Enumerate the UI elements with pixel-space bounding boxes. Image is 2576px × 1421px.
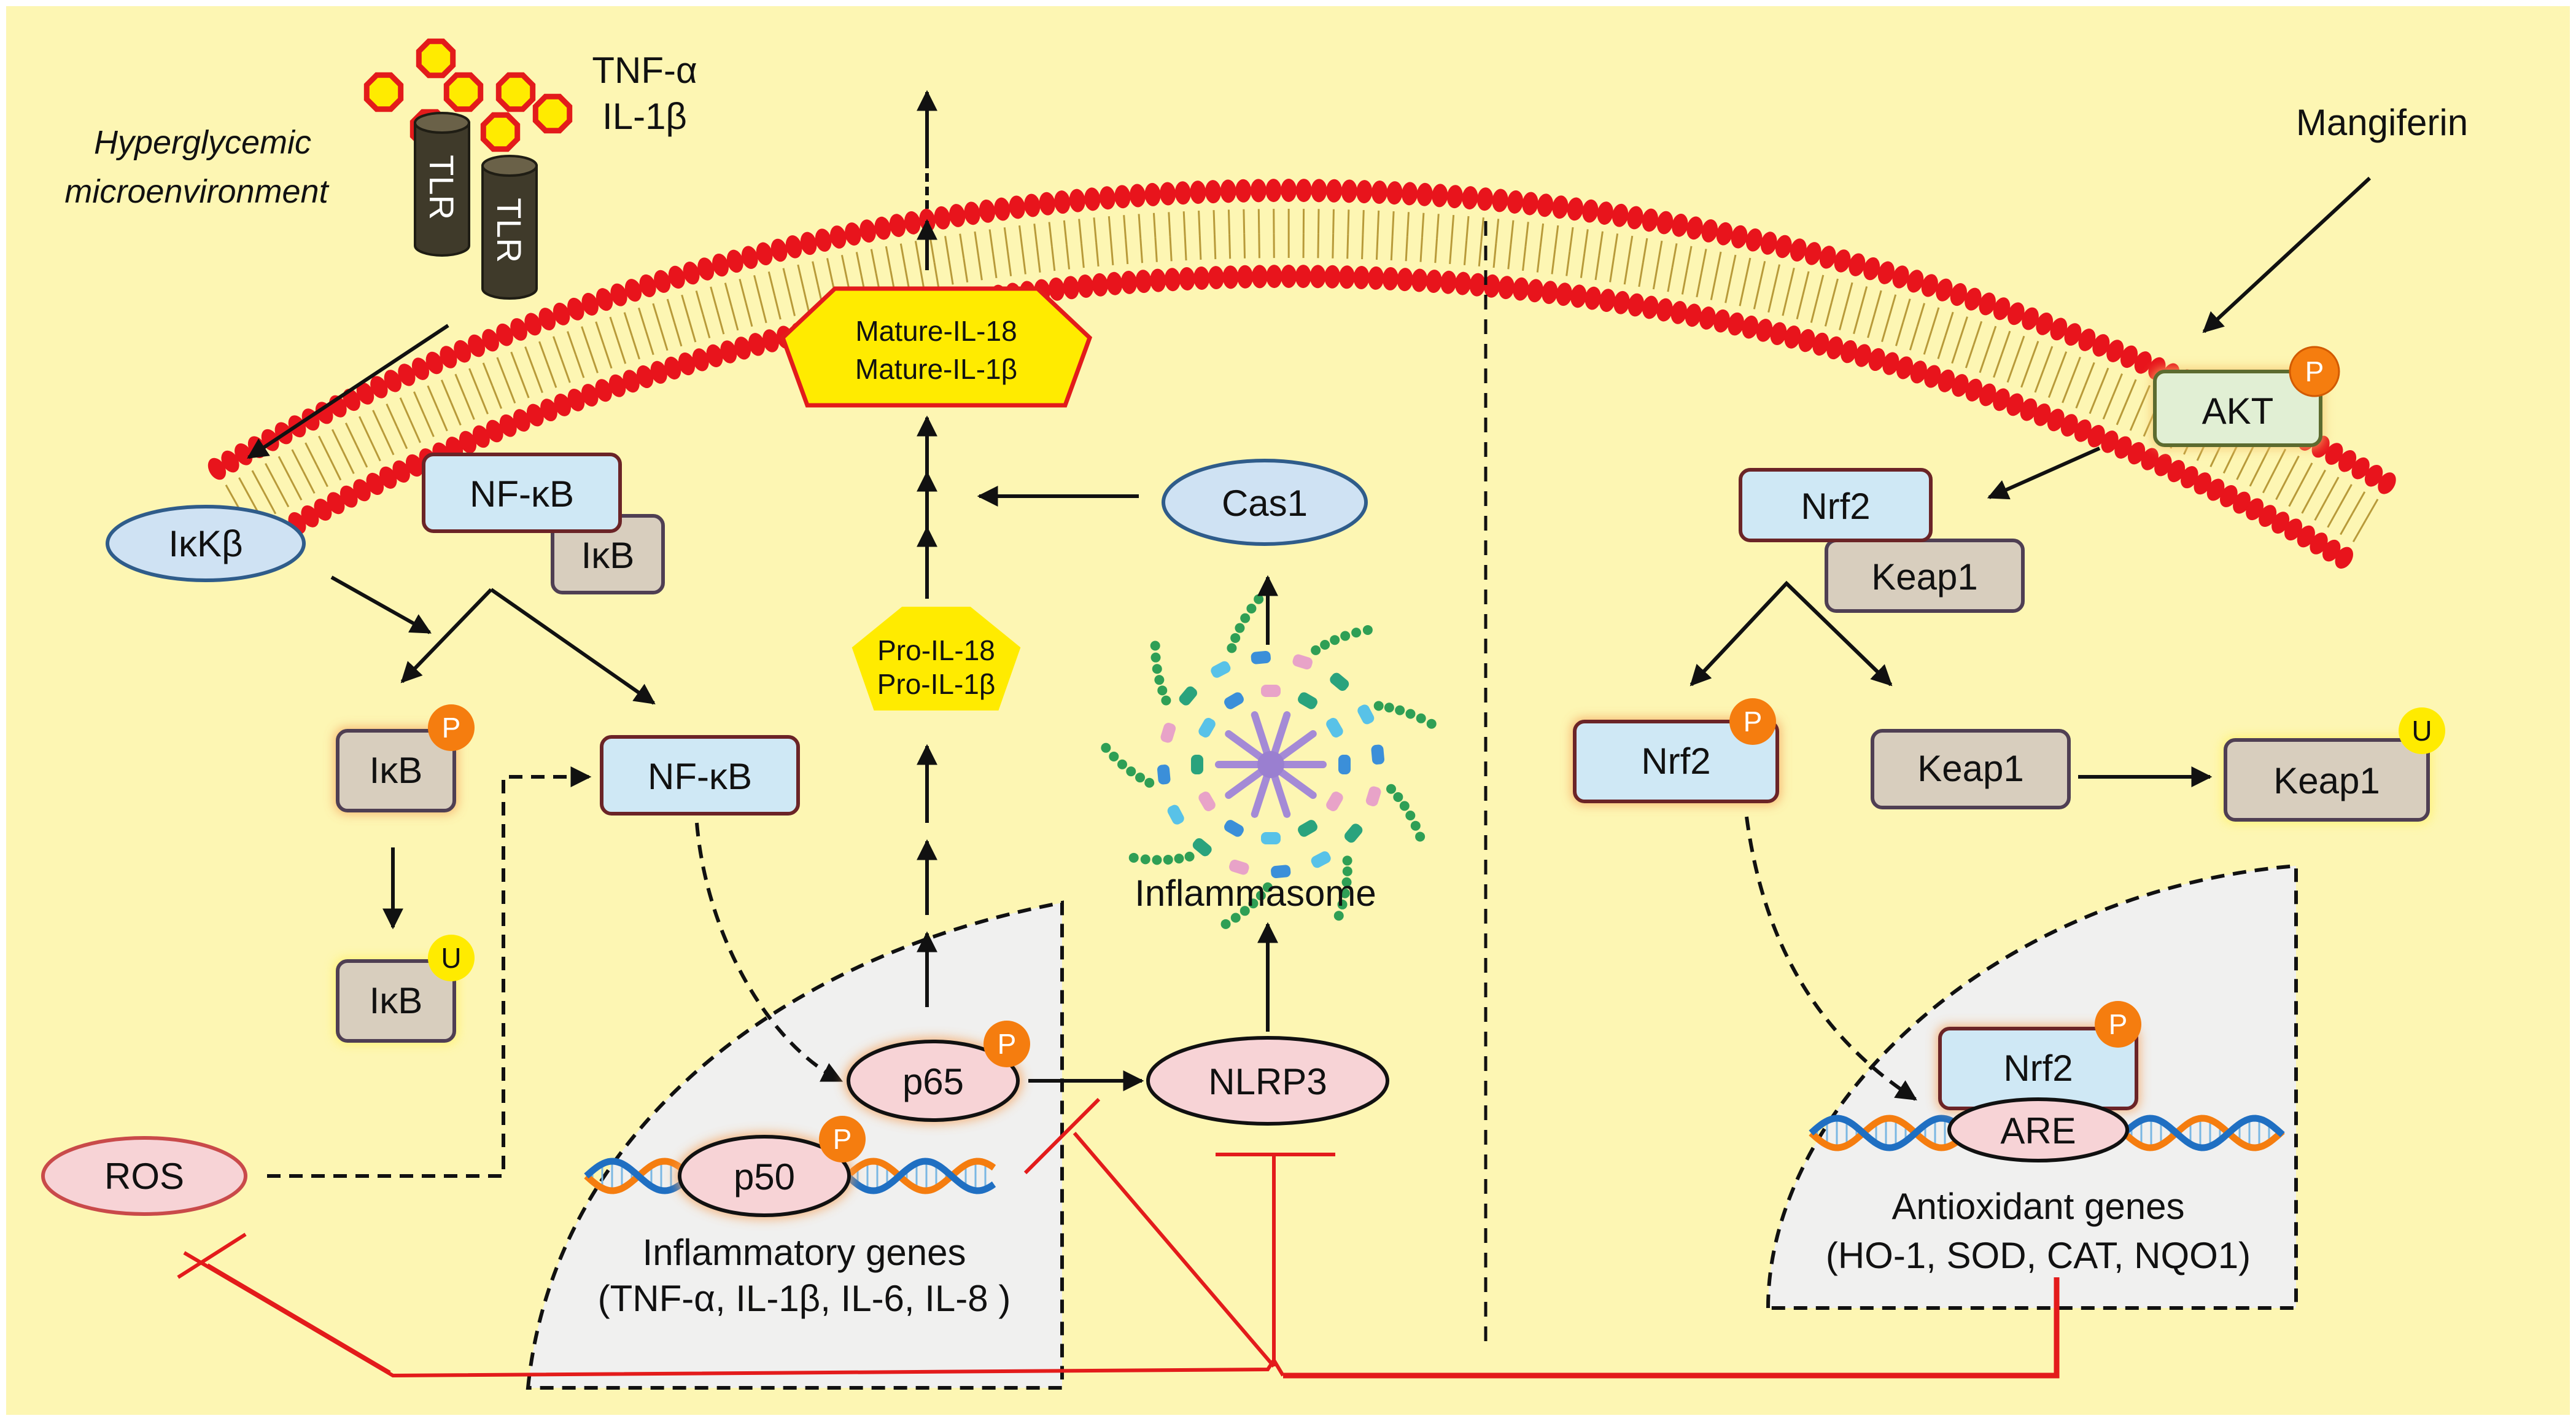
ros-node: ROS (41, 1136, 247, 1216)
antioxidant-genes-list: (HO-1, SOD, CAT, NQO1) (1826, 1235, 2251, 1276)
pro-il-node: Pro-IL-18 Pro-IL-1β (852, 607, 1021, 710)
pro-il1b-label: Pro-IL-1β (877, 668, 996, 700)
nfkb-free-node: NF-κB (600, 735, 800, 816)
are-label: ARE (2000, 1110, 2076, 1151)
tlr-label: TLR (490, 198, 529, 263)
ikb-phospho-node: IκB P (335, 704, 475, 814)
akt-node: AKT (2152, 368, 2324, 448)
p-label: P (2305, 356, 2324, 387)
microenvironment-label: microenvironment (64, 173, 329, 210)
tlr-label: TLR (422, 155, 461, 220)
p-label: P (833, 1123, 852, 1155)
ikb-label: IκB (581, 535, 635, 576)
u-label: U (2411, 715, 2432, 747)
nrf2-translocation-arrow (1745, 816, 1917, 1101)
mature-il1b-label: Mature-IL-1β (855, 353, 1017, 385)
inflammasome-label: Inflammasome (1135, 873, 1376, 914)
p-label: P (2109, 1008, 2128, 1040)
mature-il18-label: Mature-IL-18 (855, 315, 1017, 347)
hyperglycemic-label: Hyperglycemic (94, 124, 311, 161)
keap1-node: Keap1 (1871, 729, 2071, 809)
cas1-label: Cas1 (1222, 483, 1308, 524)
nfkb-ikb-complex: IκB NF-κB (422, 453, 665, 594)
il1b-label: IL-1β (602, 96, 687, 137)
nrf2-nuclear-node: Nrf2 P (1937, 1001, 2141, 1111)
mangiferin-inhibition-network (177, 1097, 2060, 1379)
are-element: ARE (1947, 1097, 2129, 1162)
nrf2-label: Nrf2 (2003, 1048, 2073, 1089)
ikkb-node: IκKβ (106, 505, 306, 582)
tlr-receptor-2: TLR (481, 155, 538, 300)
phospho-akt: P (2289, 346, 2340, 397)
tlr-to-ikkb-arrow (247, 324, 449, 459)
ikb-ub-node: IκB U (335, 935, 475, 1044)
ros-label: ROS (104, 1156, 184, 1197)
inflammatory-genes-list: (TNF-α, IL-1β, IL-6, IL-8 ) (598, 1278, 1011, 1319)
p50-label: p50 (734, 1156, 795, 1197)
akt-label: AKT (2202, 391, 2274, 432)
keap1-ub-node: Keap1 U (2222, 707, 2445, 823)
nrf2-label: Nrf2 (1801, 486, 1870, 527)
p-label: P (1744, 706, 1763, 738)
mature-il-node: Mature-IL-18 Mature-IL-1β (780, 286, 1093, 408)
cas1-node: Cas1 (1162, 459, 1368, 546)
ikb-label: IκB (370, 980, 423, 1021)
keap1-label: Keap1 (1871, 556, 1978, 598)
p65-node: p65 P (844, 1021, 1030, 1124)
keap1-label: Keap1 (2273, 760, 2380, 801)
nrf2-label: Nrf2 (1641, 741, 1710, 782)
keap1-label: Keap1 (1917, 748, 2024, 789)
p50-node: p50 P (675, 1116, 866, 1219)
mangiferin-arrow (2202, 176, 2372, 333)
p-label: P (442, 712, 461, 744)
ros-to-nfkb-arrow (267, 766, 592, 1178)
pro-il18-label: Pro-IL-18 (877, 634, 995, 666)
ikkb-label: IκKβ (168, 523, 242, 564)
nrf2-keap1-complex: Keap1 Nrf2 (1739, 468, 2025, 613)
inflammasome-graphic (1101, 594, 1437, 929)
mangiferin-label: Mangiferin (2296, 102, 2468, 143)
nlrp3-node: NLRP3 (1146, 1036, 1389, 1126)
cytokine-hexagons (363, 38, 573, 152)
u-label: U (441, 942, 461, 974)
tnf-alpha-label: TNF-α (592, 50, 697, 91)
ikb-label: IκB (370, 750, 423, 791)
akt-to-nrf2-arrow (1987, 446, 2101, 500)
p65-label: p65 (902, 1061, 964, 1102)
nlrp3-label: NLRP3 (1208, 1061, 1327, 1102)
ikkb-to-complex-arrow (330, 575, 432, 634)
nfkb-to-p65-arrow (695, 822, 844, 1083)
antioxidant-genes-label: Antioxidant genes (1891, 1186, 2184, 1227)
nfkb-label: NF-κB (648, 756, 752, 797)
tlr-receptor-1: TLR (414, 112, 470, 257)
inflammatory-genes-label: Inflammatory genes (643, 1232, 966, 1273)
p-label: P (998, 1028, 1017, 1060)
nrf2-phospho-node: Nrf2 P (1572, 698, 1780, 804)
nfkb-label: NF-κB (470, 473, 574, 515)
